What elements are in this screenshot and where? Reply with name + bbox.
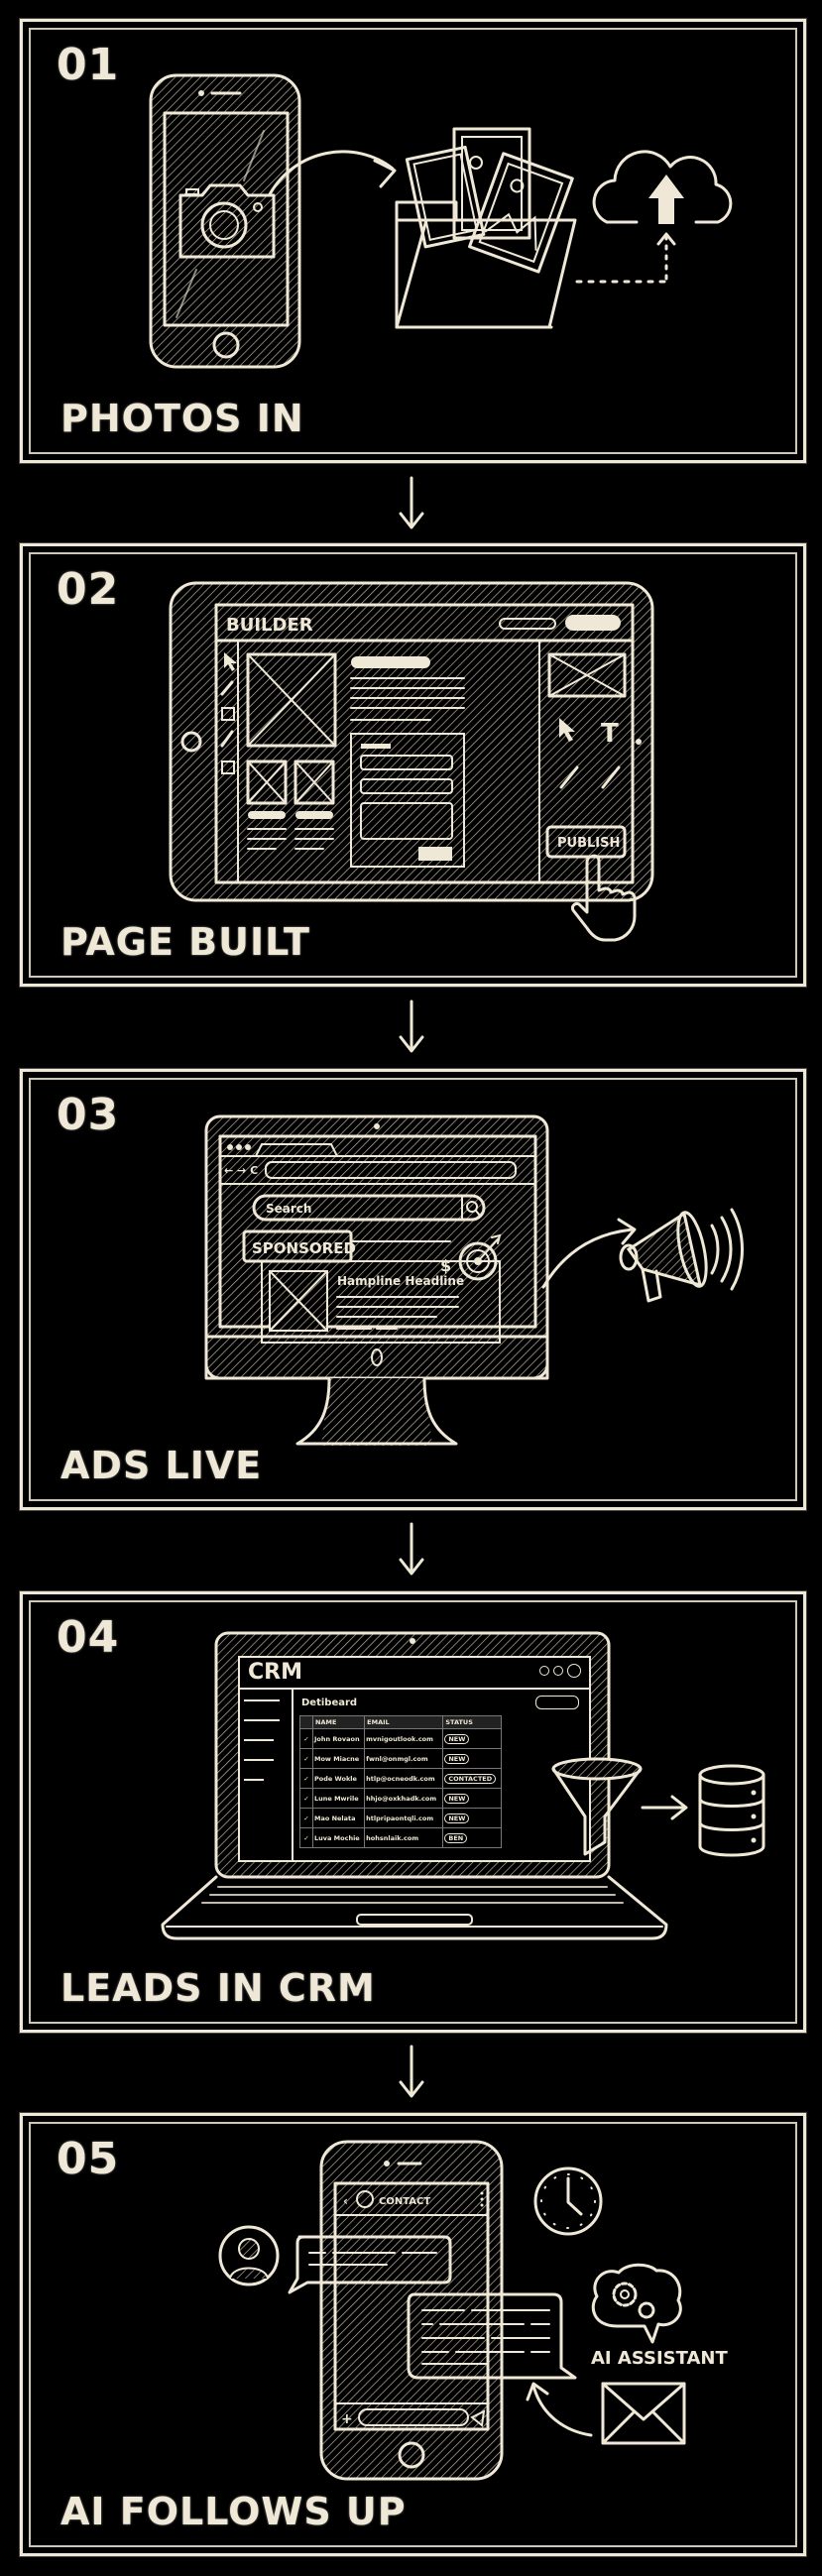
- status-badge: CONTACTED: [444, 1773, 497, 1784]
- step-number: 04: [57, 1612, 120, 1663]
- target-icon: [458, 1233, 502, 1281]
- crm-title: CRM: [248, 1660, 302, 1685]
- monitor-icon: ← → C Search SPONSORED Hampline Headline…: [204, 1114, 549, 1446]
- smartphone-icon: [149, 73, 301, 369]
- lead-name: Luva Mochie: [311, 1827, 366, 1848]
- funnel-icon: [551, 1757, 643, 1856]
- lead-email: mvnigoutlook.com: [364, 1728, 444, 1749]
- curved-arrow-icon: [268, 150, 397, 196]
- sponsored-badge: SPONSORED: [252, 1239, 356, 1257]
- lead-name: Lune Mwrile: [311, 1788, 366, 1809]
- lead-email: htlp@ocneodk.com: [364, 1768, 444, 1789]
- ad-headline: Hampline Headline: [337, 1274, 464, 1288]
- down-arrow-icon: [399, 999, 424, 1053]
- svg-text:+: +: [341, 2411, 353, 2427]
- dollar-sign: $: [440, 1256, 451, 1275]
- lead-email: htlpripaontqli.com: [364, 1808, 444, 1828]
- down-arrow-icon: [399, 1522, 424, 1576]
- step-label: LEADS IN CRM: [60, 1966, 376, 2010]
- ai-brain-gears-icon: [591, 2263, 682, 2344]
- cloud-upload-icon: [575, 150, 733, 284]
- crm-window-controls[interactable]: [539, 1664, 581, 1678]
- lead-name: John Rovaon: [311, 1728, 366, 1749]
- publish-button: PUBLISH: [557, 836, 620, 851]
- lead-name: Mow Miacne: [311, 1748, 366, 1769]
- photo-folder-icon: [395, 127, 577, 329]
- svg-text:‹: ‹: [343, 2194, 348, 2208]
- arrow-right-icon: [641, 1795, 688, 1820]
- step-label: ADS LIVE: [60, 1444, 263, 1487]
- step-label: PAGE BUILT: [60, 920, 310, 964]
- chat-bubble-ai: [407, 2292, 577, 2380]
- status-badge: NEW: [444, 1813, 470, 1823]
- tablet-icon: BUILDER T PUBLISH: [169, 581, 654, 902]
- curved-arrow-icon: [541, 1218, 637, 1289]
- lead-name: Mao Nelata: [311, 1808, 366, 1828]
- step-panel-4: 04 LEADS IN CRM: [20, 1591, 806, 2033]
- envelope-icon: [601, 2382, 686, 2445]
- step-panel-3: 03 ADS LIVE: [20, 1069, 806, 1510]
- lead-email: hohsnlaik.com: [364, 1827, 444, 1848]
- smartphone-icon: ‹ CONTACT +: [319, 2140, 504, 2481]
- chat-bubble-contact: [288, 2235, 452, 2294]
- camera-icon: [178, 183, 276, 259]
- lead-name: Pode Wokle: [311, 1768, 366, 1789]
- lead-email: fwnl@onmgl.com: [364, 1748, 444, 1769]
- status-badge: BEN: [444, 1832, 468, 1843]
- status-badge: NEW: [444, 1753, 470, 1764]
- svg-text:T: T: [601, 719, 619, 749]
- user-avatar-icon: [218, 2225, 280, 2286]
- status-badge: NEW: [444, 1793, 470, 1804]
- crm-sidebar: [240, 1690, 294, 1860]
- megaphone-icon: [619, 1208, 744, 1303]
- pointing-hand-icon: [571, 854, 637, 942]
- status-badge: NEW: [444, 1733, 470, 1744]
- crm-search-input[interactable]: [535, 1696, 579, 1709]
- step-number: 05: [57, 2134, 120, 2184]
- crm-section-title: Detibeard: [301, 1698, 358, 1708]
- step-number: 02: [57, 564, 120, 615]
- step-number: 03: [57, 1090, 120, 1140]
- step-panel-5: 05 AI FOLLOWS UP: [20, 2113, 806, 2556]
- svg-text:← → C: ← → C: [224, 1164, 258, 1177]
- column-header-status[interactable]: STATUS: [442, 1715, 502, 1729]
- down-arrow-icon: [399, 476, 424, 529]
- column-header-name[interactable]: NAME: [311, 1715, 366, 1729]
- builder-title: BUILDER: [226, 615, 313, 636]
- down-arrow-icon: [399, 2045, 424, 2098]
- step-number: 01: [57, 40, 120, 90]
- crm-screen: CRM Detibeard NAME EMAIL STATUS ✓John Ro…: [238, 1656, 591, 1862]
- ai-assistant-text: AI ASSISTANT: [591, 2348, 728, 2369]
- ai-assistant-label: AI ASSISTANT: [591, 2348, 728, 2369]
- lead-email: hhjo@oxkhadk.com: [364, 1788, 444, 1809]
- contact-label: CONTACT: [379, 2196, 430, 2207]
- column-header-email[interactable]: EMAIL: [364, 1715, 444, 1729]
- clock-icon: [533, 2166, 603, 2236]
- step-panel-2: 02 PAGE BUILT: [20, 543, 806, 987]
- step-panel-1: 01 PHOTOS IN: [20, 19, 806, 463]
- step-label: PHOTOS IN: [60, 397, 304, 440]
- database-icon: [698, 1764, 765, 1857]
- curved-arrow-icon: [526, 2382, 593, 2437]
- search-input: Search: [266, 1202, 311, 1216]
- step-label: AI FOLLOWS UP: [60, 2490, 407, 2533]
